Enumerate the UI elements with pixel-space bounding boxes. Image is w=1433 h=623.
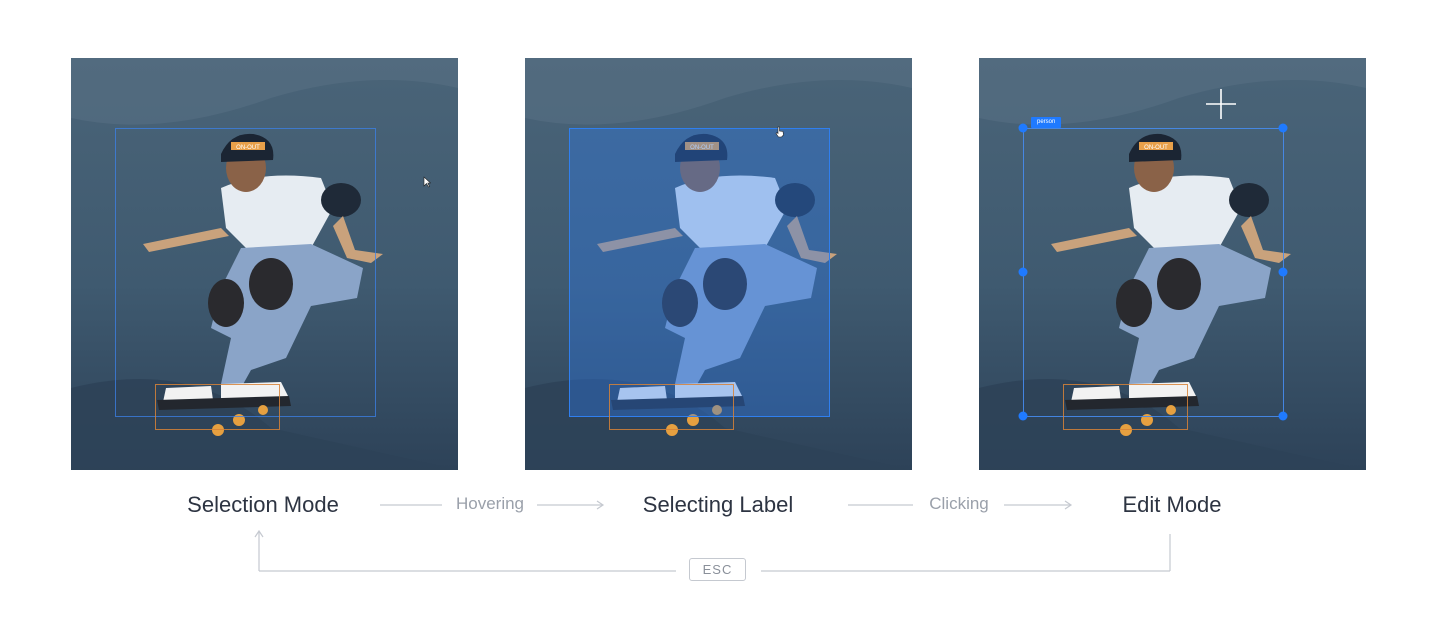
skateboard-bounding-box[interactable]	[1063, 384, 1188, 430]
hand-pointer-icon	[775, 126, 784, 138]
resize-handle-middle-right[interactable]	[1278, 267, 1288, 277]
resize-handle-bottom-right[interactable]	[1278, 411, 1288, 421]
resize-handle-middle-left[interactable]	[1018, 267, 1028, 277]
arrow-cursor-icon	[423, 176, 431, 188]
helmet-logo-text: ON-OUT	[236, 145, 260, 151]
selection-mode-image: ON-OUT	[71, 58, 458, 470]
person-bounding-box-hovered[interactable]	[569, 128, 830, 417]
state-label-selection-mode: Selection Mode	[187, 492, 339, 517]
selecting-label-image: ON-OUT	[525, 58, 912, 470]
helmet-logo-text: ON-OUT	[1144, 145, 1168, 151]
skateboard-bounding-box[interactable]	[155, 384, 280, 430]
skater-photo: ON-OUT	[71, 58, 458, 470]
resize-handle-top-left[interactable]	[1018, 123, 1028, 133]
state-label-selecting-label: Selecting Label	[642, 492, 794, 517]
skater-photo: ON-OUT	[525, 58, 912, 470]
transition-label-clicking: Clicking	[929, 494, 989, 513]
person-bounding-box[interactable]	[115, 128, 376, 417]
transition-label-hovering: Hovering	[455, 494, 525, 513]
person-label-tag[interactable]: person	[1031, 117, 1062, 128]
helmet-logo-text: ON-OUT	[690, 145, 714, 151]
crosshair-cursor-icon	[1206, 89, 1236, 119]
edit-mode-image: ON-OUT person	[979, 58, 1366, 470]
resize-handle-bottom-left[interactable]	[1018, 411, 1028, 421]
resize-handle-top-right[interactable]	[1278, 123, 1288, 133]
skateboard-bounding-box[interactable]	[609, 384, 734, 430]
esc-key: ESC	[689, 558, 746, 581]
state-label-edit-mode: Edit Mode	[1122, 492, 1222, 517]
